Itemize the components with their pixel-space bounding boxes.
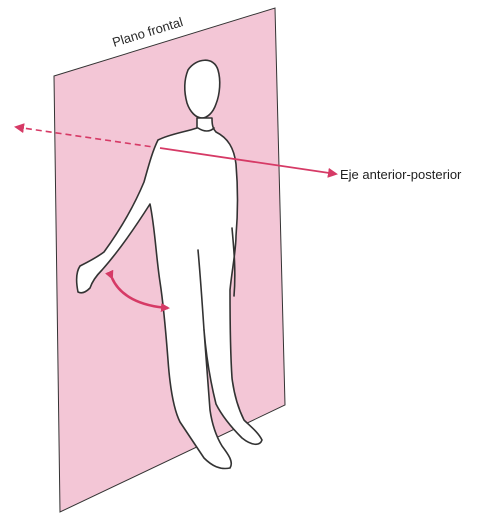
axis-label: Eje anterior-posterior <box>340 167 462 182</box>
figure-head <box>185 60 220 118</box>
